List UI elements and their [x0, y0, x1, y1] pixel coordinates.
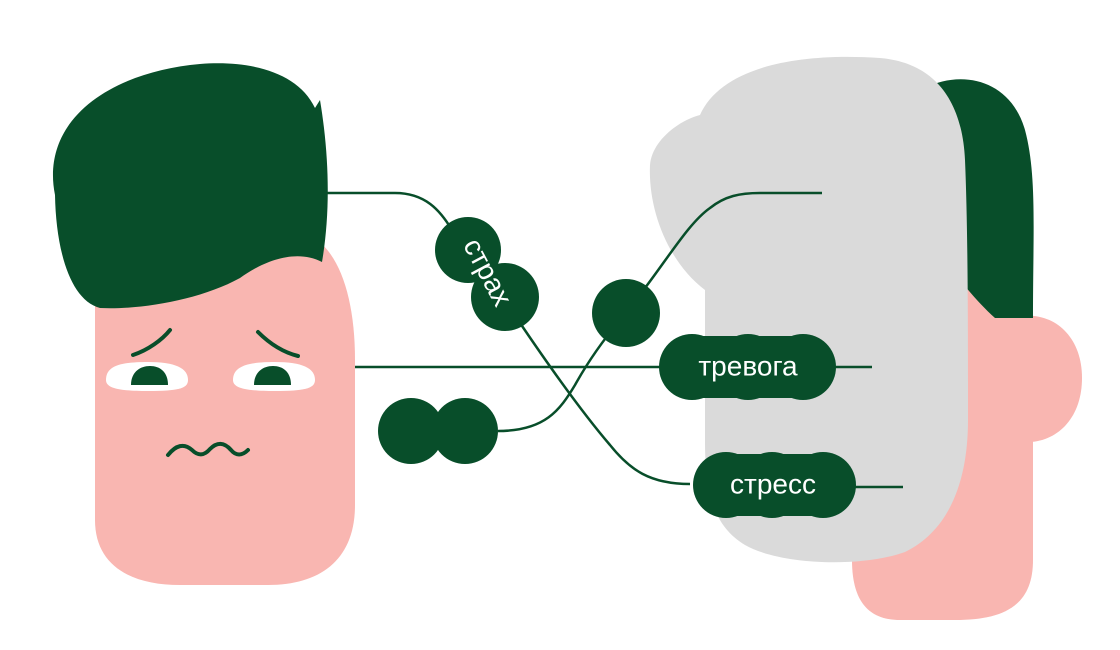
left-person-right-eyebrow — [256, 330, 300, 358]
line-hair-to-fear — [320, 191, 454, 231]
left-person-left-pupil — [131, 366, 168, 385]
bubble-anxiety-label: тревога — [698, 350, 798, 381]
bubble-stress: стресс — [693, 452, 856, 518]
left-person — [52, 63, 355, 585]
double-dot-left — [378, 398, 444, 464]
left-person-hair — [52, 63, 328, 309]
line-fear-to-stress — [516, 319, 691, 486]
bubble-single-dot — [592, 279, 660, 347]
bubble-anxiety-fill — [692, 336, 803, 398]
bubble-fear-circle-top — [435, 217, 501, 283]
bubble-anxiety: тревога — [659, 334, 836, 400]
single-dot — [592, 279, 660, 347]
left-person-wavy-mouth — [166, 441, 250, 457]
double-dot-right — [432, 398, 498, 464]
bubble-fear-circle-bottom — [471, 263, 539, 331]
bubble-fear: страх — [435, 217, 539, 331]
right-person-gray-hair — [649, 56, 968, 563]
bubble-stress-fill — [726, 454, 823, 516]
bubble-stress-label: стресс — [730, 468, 816, 499]
right-person — [649, 56, 1082, 620]
left-person-right-pupil — [254, 366, 291, 385]
bubble-double-dot — [378, 398, 498, 464]
left-person-face — [95, 232, 355, 585]
left-person-left-eyebrow — [131, 328, 172, 357]
line-circle-to-hair — [644, 191, 822, 289]
